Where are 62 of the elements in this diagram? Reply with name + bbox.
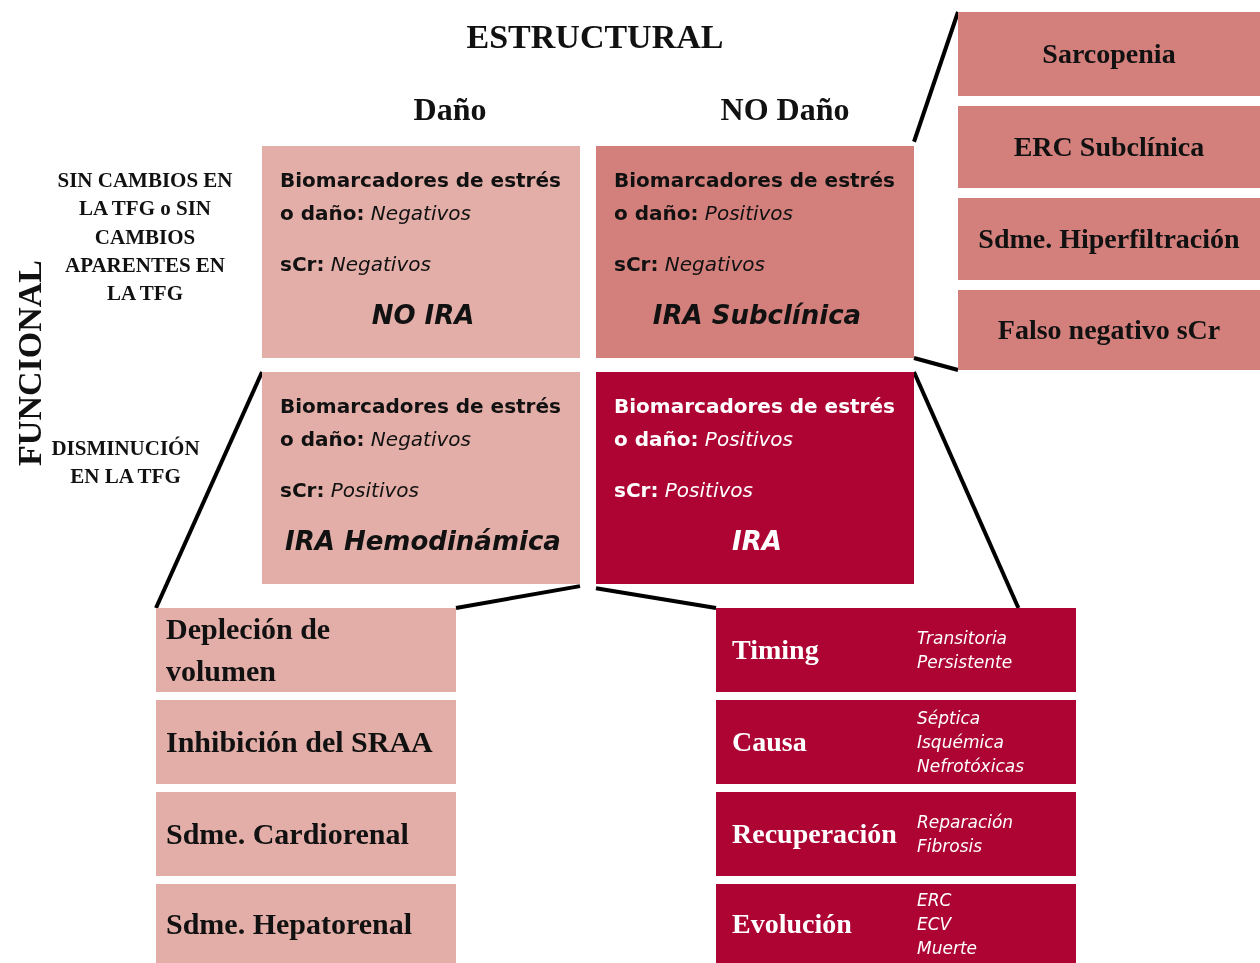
category-box [958, 106, 1260, 188]
quadrant-card [596, 146, 914, 358]
subtype-text: Nefrotóxicas [917, 755, 1025, 778]
category-title: Evolución [732, 906, 853, 941]
category-box [958, 12, 1260, 96]
category-box [156, 884, 456, 963]
marker-text: sCr: Positivos [614, 477, 754, 504]
connector-line [455, 584, 581, 610]
connector-line [154, 371, 264, 609]
row-label: SIN CAMBIOS EN LA TFG o SIN CAMBIOS APARENTES EN LA TFG [56, 167, 234, 308]
axis-heading: ESTRUCTURAL [465, 17, 725, 57]
category-box [716, 792, 1076, 876]
category-title: ERC Subclínica [1013, 130, 1205, 164]
category-title: Depleción de volumen [166, 611, 332, 689]
category-box [958, 198, 1260, 280]
category-box [156, 700, 456, 784]
subtype-text: ERC [917, 888, 953, 912]
connector-line [912, 11, 960, 143]
quadrant-title: IRA Subclínica [651, 299, 863, 332]
category-box [716, 700, 1076, 784]
category-box [156, 608, 456, 692]
marker-text: sCr: Negativos [614, 251, 766, 278]
category-box [156, 792, 456, 876]
subtype-text: Fibrosis [917, 835, 984, 858]
category-box [716, 608, 1076, 692]
axis-heading: FUNCIONAL [10, 259, 50, 468]
connector-line [595, 586, 717, 610]
subtype-text: Reparación [917, 811, 1014, 834]
quadrant-title: IRA Hemodinámica [284, 525, 562, 558]
category-title: Sdme. Hiperfiltración [978, 222, 1240, 256]
category-box [716, 884, 1076, 963]
marker-text: sCr: Positivos [280, 477, 420, 504]
category-title: Inhibición del SRAA [166, 724, 433, 760]
subtype-text: ECV [917, 912, 953, 936]
marker-text: Biomarcadores de estrés o daño: Negativos [280, 167, 562, 227]
axis-heading: NO Daño [719, 90, 851, 129]
marker-text: Biomarcadores de estrés o daño: Negativos [280, 393, 562, 453]
marker-text: sCr: Negativos [280, 251, 432, 278]
category-title: Falso negativo sCr [997, 313, 1221, 347]
category-title: Sarcopenia [1042, 37, 1176, 71]
subtype-text: Isquémica [917, 731, 1005, 754]
connector-line [913, 356, 959, 372]
connector-line [912, 371, 1021, 609]
category-title: Causa [732, 725, 808, 759]
category-title: Sdme. Cardiorenal [166, 816, 409, 852]
marker-text: Biomarcadores de estrés o daño: Positivos [614, 393, 896, 453]
quadrant-card [596, 372, 914, 584]
quadrant-card [262, 372, 580, 584]
category-title: Recuperación [732, 817, 898, 851]
category-box [958, 290, 1260, 370]
axis-heading: Daño [412, 90, 488, 129]
subtype-text: Persistente [917, 651, 1013, 674]
quadrant-card [262, 146, 580, 358]
quadrant-title: NO IRA [370, 299, 476, 332]
subtype-text: Transitoria [917, 627, 1009, 650]
category-title: Timing [732, 633, 820, 667]
subtype-text: Muerte [917, 936, 977, 960]
marker-text: Biomarcadores de estrés o daño: Positivos [614, 167, 896, 227]
quadrant-title: IRA [731, 525, 783, 558]
row-label: DISMINUCIÓN EN LA TFG [50, 435, 201, 491]
subtype-text: Séptica [917, 707, 982, 730]
category-title: Sdme. Hepatorenal [166, 905, 413, 942]
